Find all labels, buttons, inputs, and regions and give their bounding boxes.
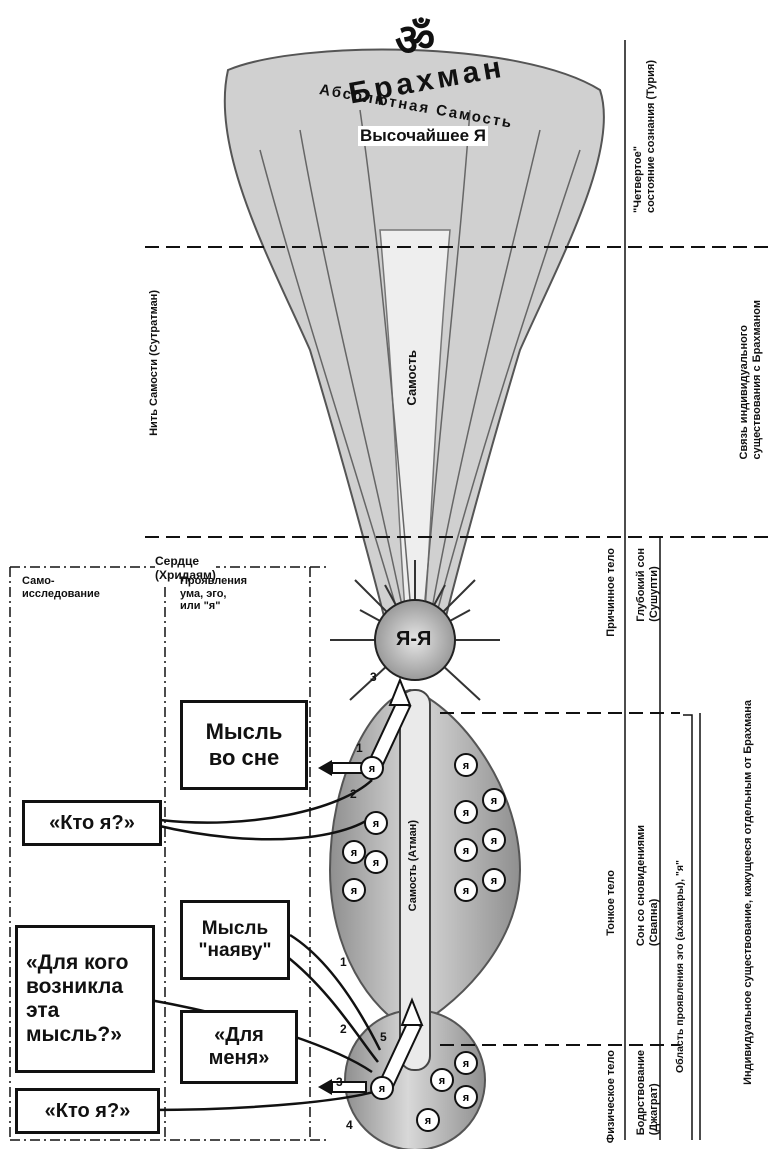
step-number: 2 — [350, 787, 357, 801]
self-atman-label: Самость (Атман) — [407, 820, 420, 911]
step-number: 1 — [356, 741, 363, 755]
step-number: 3 — [336, 1075, 343, 1089]
ego-node-label: я — [463, 807, 469, 819]
step-number: 2 — [340, 1022, 347, 1036]
ego-node-label: я — [439, 1075, 445, 1087]
highest-self-title: Высочайшее Я — [358, 126, 488, 146]
waking-label: Бодрствование (Джаграт) — [635, 1050, 661, 1135]
ego-node-label: я — [491, 875, 497, 887]
step-number: 4 — [346, 1118, 353, 1132]
mind-manifestations-header: Проявления ума, эго, или "я" — [180, 575, 247, 613]
ego-node-label: я — [463, 760, 469, 772]
arrowheads — [318, 760, 332, 1095]
ego-node-label: я — [379, 1083, 385, 1095]
om-symbol: ॐ — [395, 8, 435, 68]
thought-dream-box: Мысль во сне — [180, 700, 308, 790]
physical-body-label: Физическое тело — [605, 1050, 618, 1143]
heart-circle-label: Я-Я — [396, 628, 431, 651]
who-am-i-box-upper: «Кто я?» — [22, 800, 162, 846]
deep-sleep-label: Глубокий сон (Сушупти) — [635, 548, 661, 622]
step-number: 3 — [370, 670, 377, 684]
ego-node-label: я — [463, 1058, 469, 1070]
ego-node-label: я — [351, 885, 357, 897]
who-am-i-box-lower: «Кто я?» — [15, 1088, 160, 1134]
ego-node-label: я — [373, 818, 379, 830]
link-with-brahman-label: Связь индивидуального существования с Бр… — [738, 300, 764, 459]
ego-node-label: я — [491, 835, 497, 847]
individual-existence-label: Индивидуальное существование, кажущееся … — [742, 700, 755, 1085]
ego-node-label: я — [425, 1115, 431, 1127]
step-number: 5 — [380, 1030, 387, 1044]
step-number: 1 — [340, 955, 347, 969]
ego-node-label: я — [373, 857, 379, 869]
subtle-body-label: Тонкое тело — [605, 870, 618, 936]
ego-node-label: я — [463, 1092, 469, 1104]
thought-waking-box: Мысль "наяву" — [180, 900, 290, 980]
for-me-box: «Для меня» — [180, 1010, 298, 1084]
ego-node-label: я — [369, 763, 375, 775]
ego-node-label: я — [351, 847, 357, 859]
dream-sleep-label: Сон со сновидениями (Свапна) — [635, 825, 661, 946]
ego-node-label: я — [463, 845, 469, 857]
ego-region-label: Область проявления эго (ахамкары), "я" — [674, 860, 687, 1073]
self-inquiry-header: Само- исследование — [22, 575, 100, 600]
thread-of-self-label: Нить Самости (Сутратман) — [148, 290, 161, 436]
ego-node-label: я — [463, 885, 469, 897]
self-label: Самость — [404, 350, 420, 406]
ego-node-label: я — [491, 795, 497, 807]
turiya-label: "Четвертое" состояние сознания (Турия) — [632, 60, 658, 213]
for-whom-box: «Для кого возникла эта мысль?» — [15, 925, 155, 1073]
causal-body-label: Причинное тело — [605, 548, 618, 637]
